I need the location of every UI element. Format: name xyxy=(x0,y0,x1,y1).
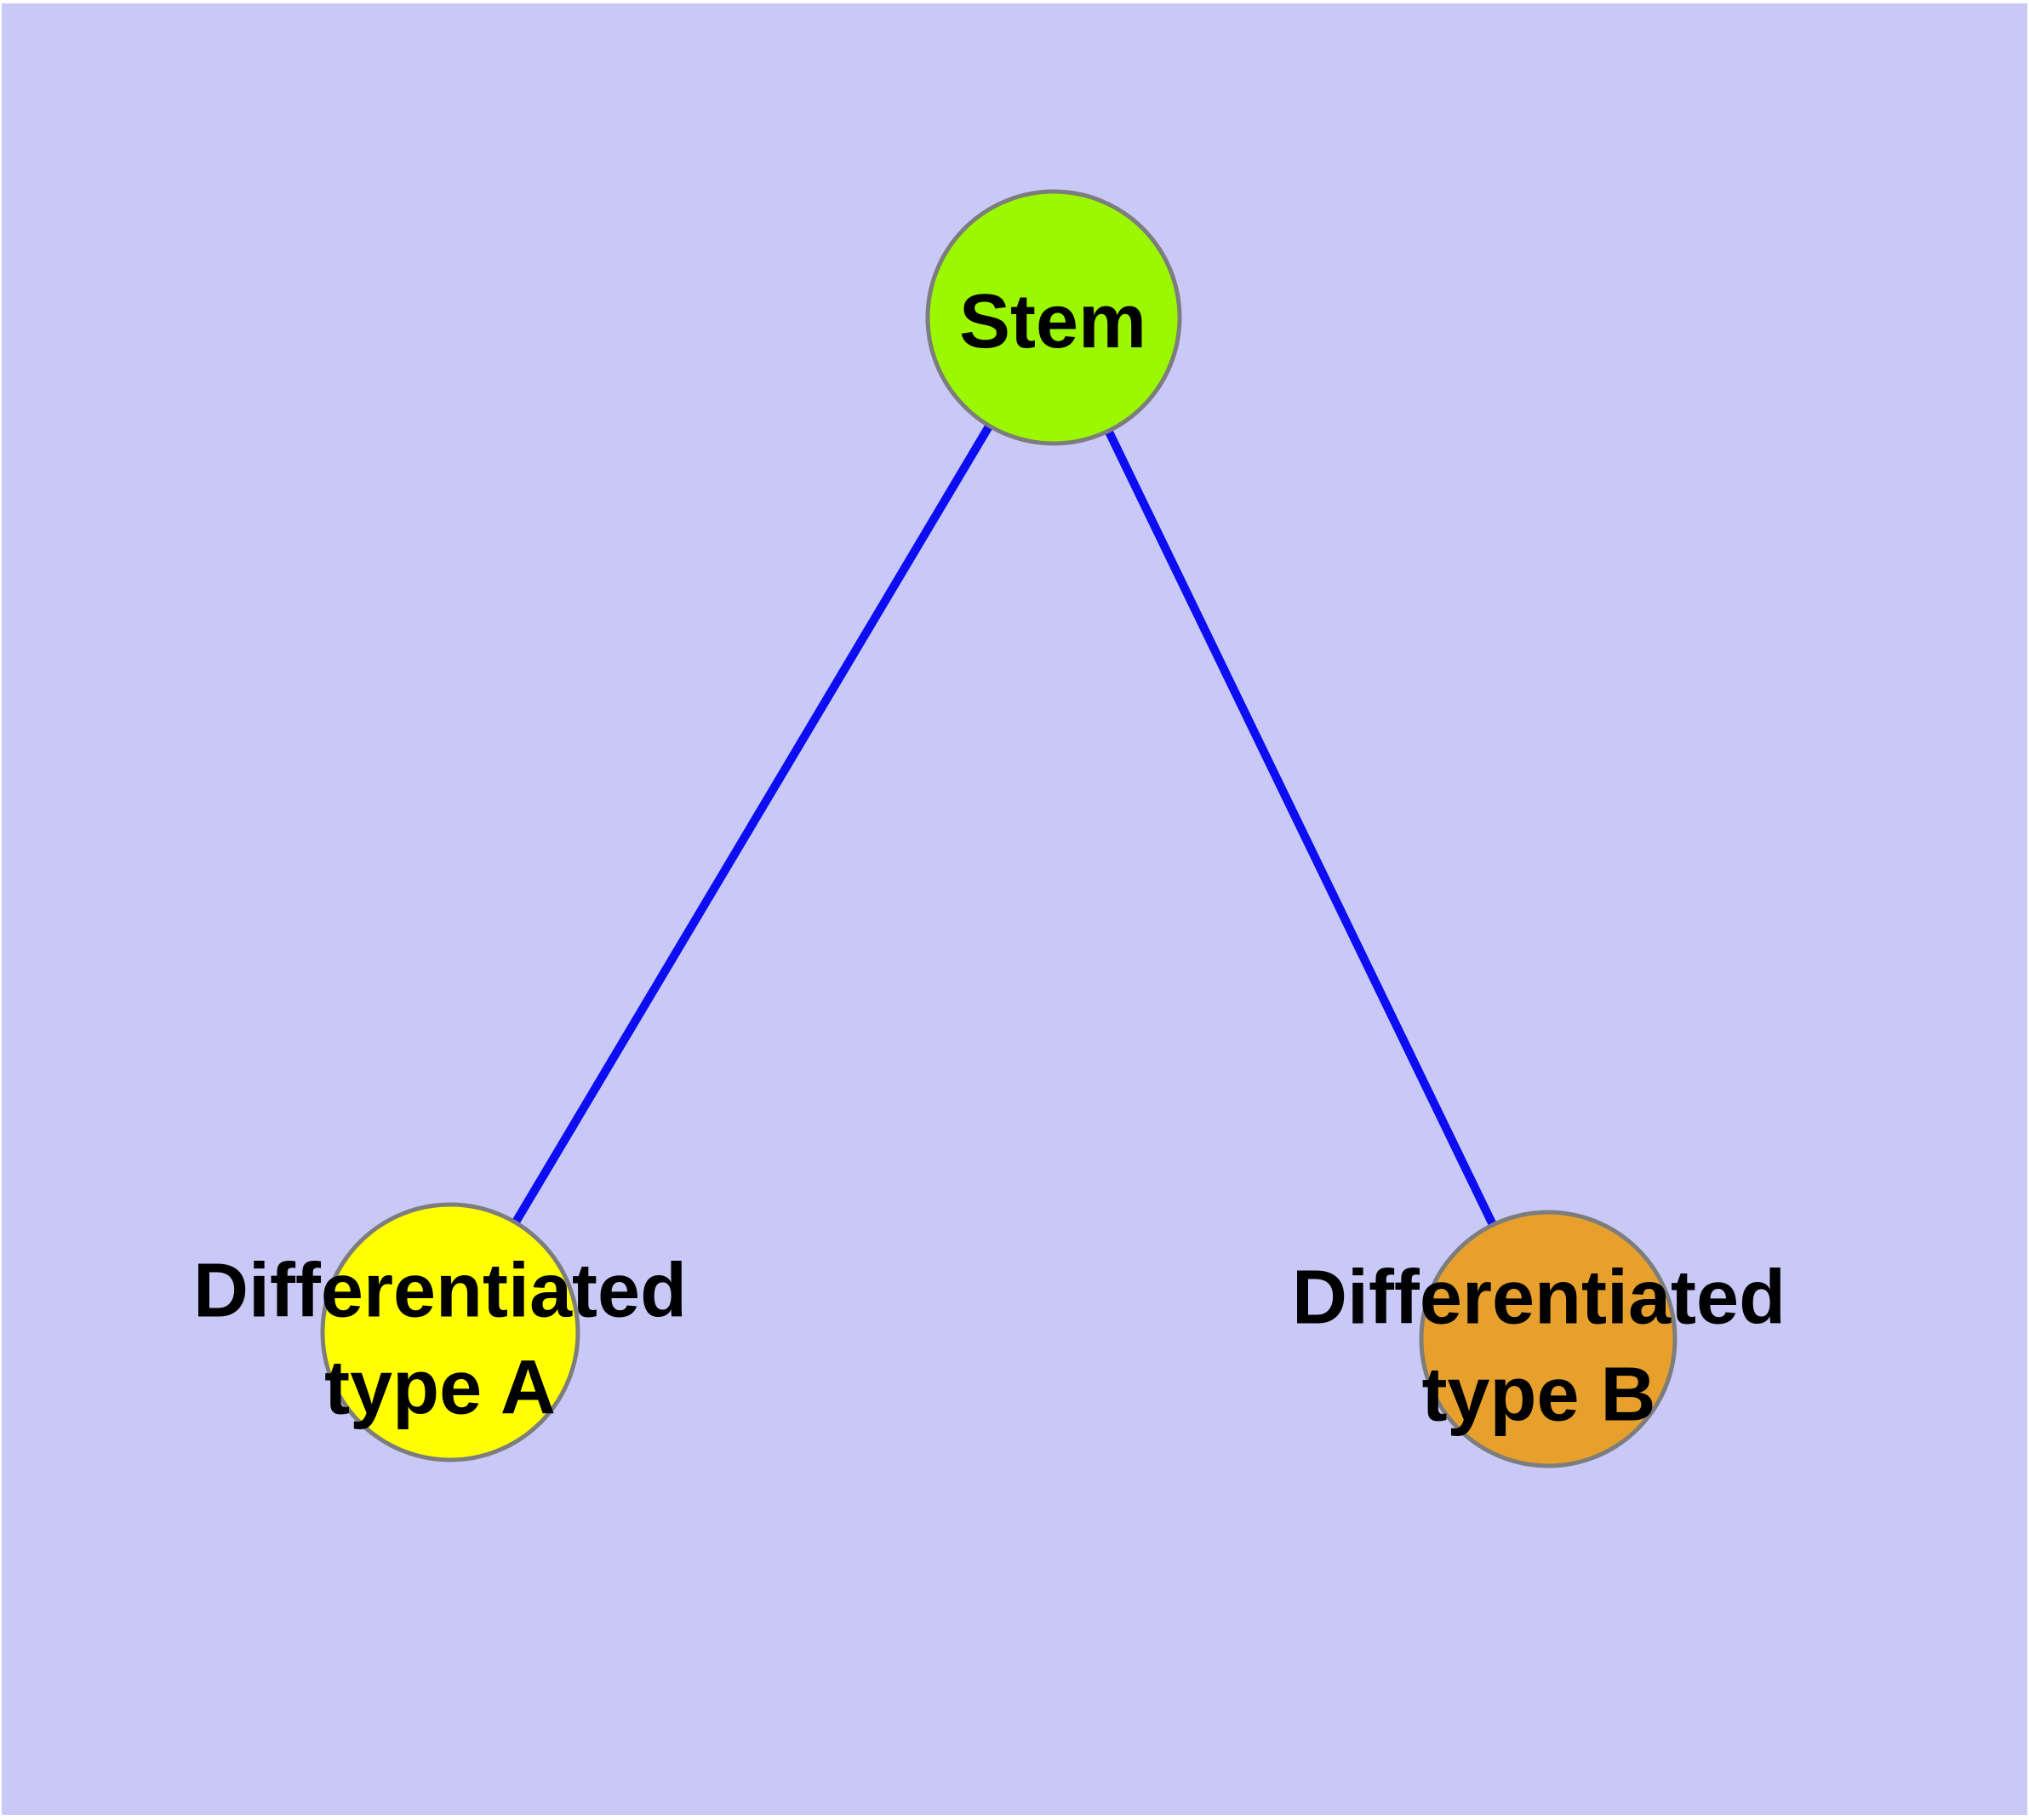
node-stem-circle xyxy=(925,189,1182,446)
node-type-b-circle xyxy=(1419,1210,1677,1468)
node-type-a-circle xyxy=(320,1202,580,1462)
edge-stem-to-type-a xyxy=(446,315,1058,1335)
edge-stem-to-type-b xyxy=(1049,315,1552,1342)
